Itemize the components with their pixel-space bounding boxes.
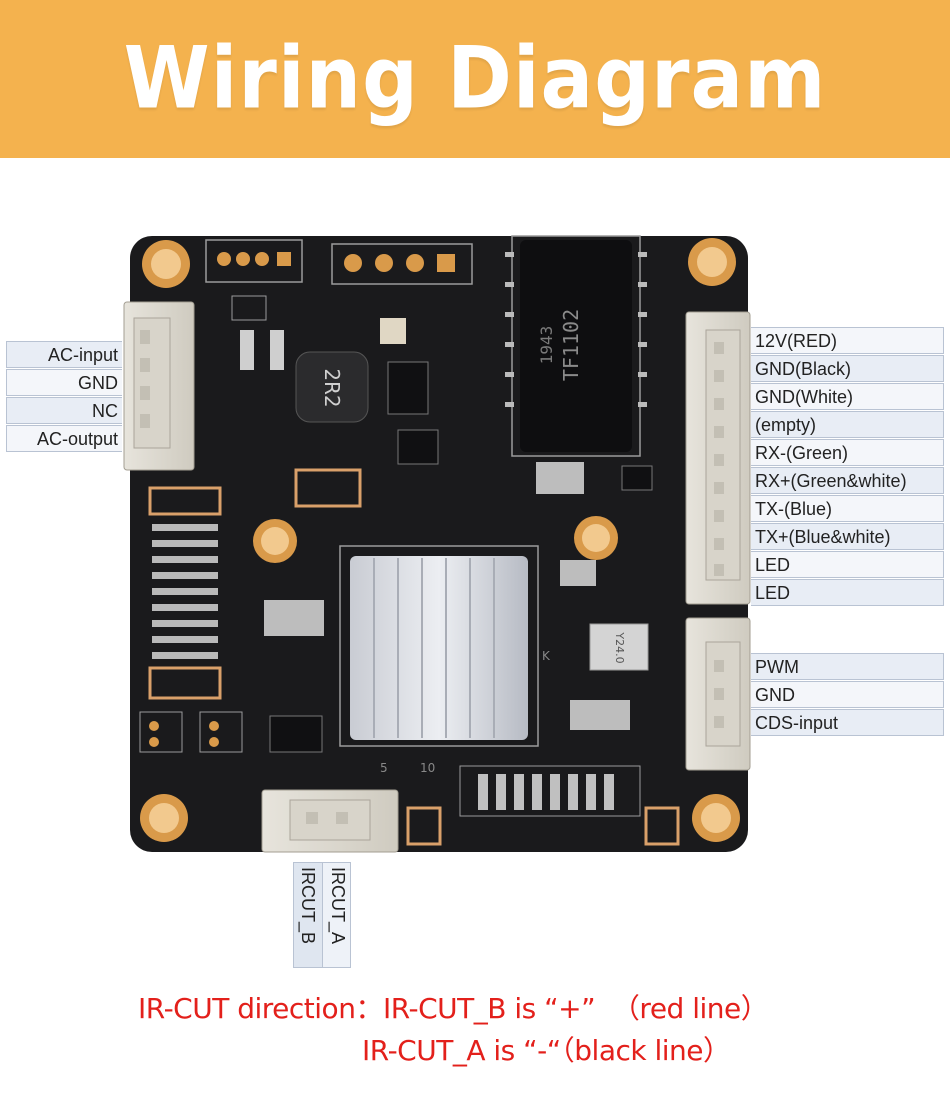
page-title: Wiring Diagram <box>123 29 827 129</box>
silk-label-5: 5 <box>380 761 388 775</box>
ircut-note-row-1: IR-CUT direction：IR-CUT_B is “+” （red li… <box>138 988 769 1030</box>
chip-marking-1943: 1943 <box>537 326 556 365</box>
right-small-pin-1: PWM <box>751 653 944 680</box>
right-pin-1: 12V(RED) <box>751 327 944 354</box>
ircut-note-label: IR-CUT direction： <box>138 992 383 1025</box>
right-pin-8: TX+(Blue&white) <box>751 523 944 550</box>
bottom-pin-header: 10 5 K <box>380 649 680 846</box>
small-components: Y24.0 <box>139 295 653 753</box>
right-main-connector <box>685 311 751 605</box>
right-small-pin-3: CDS-input <box>751 709 944 736</box>
right-pin-10: LED <box>751 579 944 606</box>
right-small-pin-2: GND <box>751 681 944 708</box>
left-pin-4: AC-output <box>6 425 122 452</box>
left-pin-2: GND <box>6 369 122 396</box>
right-small-connector <box>685 617 751 771</box>
pcb-board <box>130 236 748 852</box>
ircut-note-line-2: IR-CUT_A is “-“（black line） <box>362 1034 731 1067</box>
right-pin-4: (empty) <box>751 411 944 438</box>
right-pin-3: GND(White) <box>751 383 944 410</box>
bottom-pin-ircut-a: IRCUT_A <box>328 867 348 945</box>
silk-label-10: 10 <box>420 761 435 775</box>
silk-label-k: K <box>542 649 551 663</box>
bottom-connector-labels: IRCUT_B IRCUT_A <box>293 862 351 968</box>
left-component-ladder <box>148 486 222 700</box>
left-pin-3: NC <box>6 397 122 424</box>
ircut-note-row-2: IR-CUT_A is “-“（black line） <box>138 1030 768 1072</box>
ircut-note-line-1: IR-CUT_B is “+” （red line） <box>382 992 769 1025</box>
bottom-pin-ircut-b: IRCUT_B <box>294 863 323 967</box>
mounting-holes <box>140 238 740 842</box>
right-pin-5: RX-(Green) <box>751 439 944 466</box>
ethernet-transformer: TF1102 1943 <box>505 235 647 457</box>
right-pin-7: TX-(Blue) <box>751 495 944 522</box>
right-pin-2: GND(Black) <box>751 355 944 382</box>
heatsink <box>339 545 539 747</box>
top-pads <box>205 239 473 285</box>
crystal-marking: Y24.0 <box>613 631 626 663</box>
left-pin-1: AC-input <box>6 341 122 368</box>
inductor-marking: 2R2 <box>320 368 344 407</box>
right-pin-9: LED <box>751 551 944 578</box>
chip-marking-tf1102: TF1102 <box>559 309 583 381</box>
inductor-2r2: 2R2 <box>295 351 369 423</box>
right-pin-6: RX+(Green&white) <box>751 467 944 494</box>
bottom-ircut-connector <box>261 789 399 853</box>
header-banner: Wiring Diagram <box>0 0 950 158</box>
ircut-direction-note: IR-CUT direction：IR-CUT_B is “+” （red li… <box>138 988 769 1072</box>
left-connector <box>123 301 195 471</box>
